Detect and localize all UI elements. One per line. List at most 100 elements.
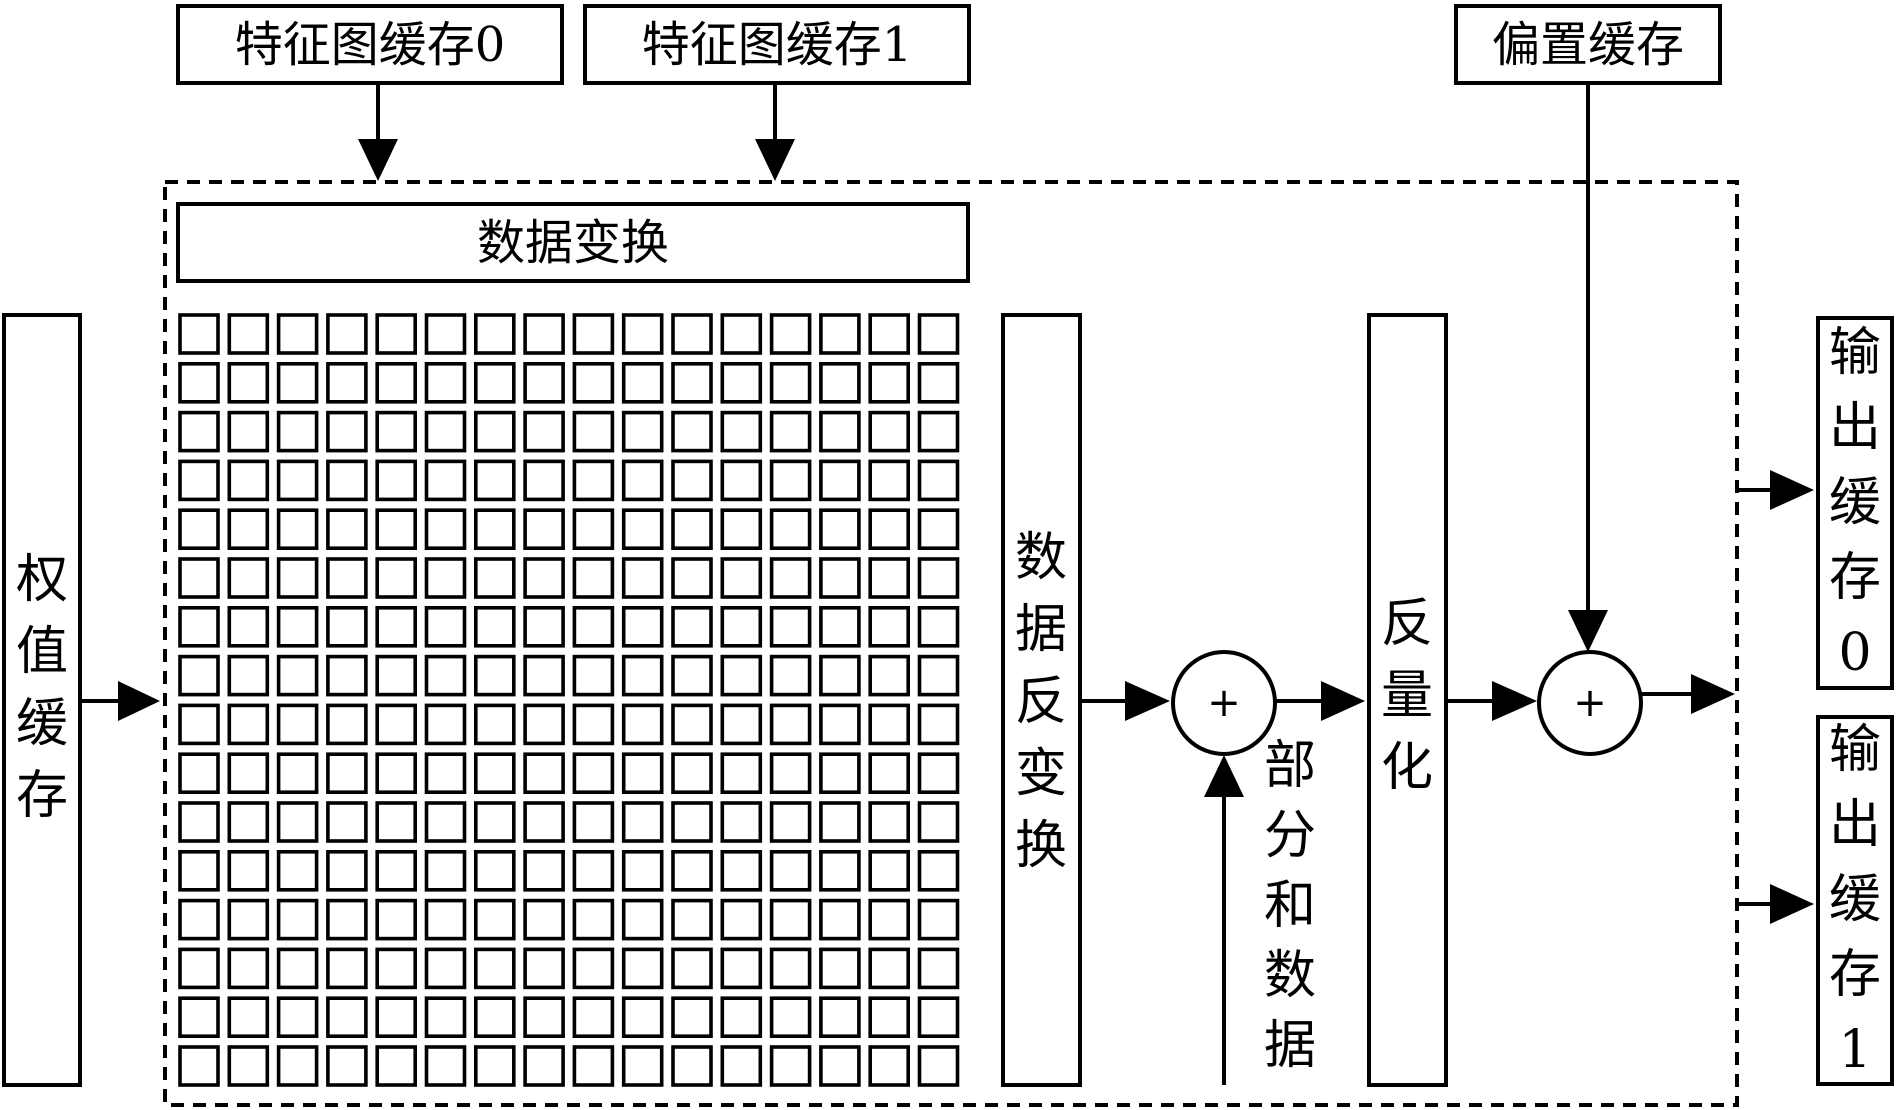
pe-cell: [819, 996, 861, 1039]
pe-cell: [326, 1045, 368, 1087]
pe-cell: [769, 654, 812, 697]
pe-cell: [276, 801, 319, 843]
pe-cell: [868, 459, 911, 502]
adder-partial-sum-symbol: +: [1207, 680, 1241, 726]
pe-cell: [769, 313, 812, 355]
pe-cell: [720, 752, 763, 795]
pe-cell: [178, 947, 220, 990]
pe-cell: [375, 1045, 418, 1087]
pe-cell: [375, 947, 418, 990]
feature-map-buffer-1: 特征图缓存1: [583, 4, 971, 85]
pe-cell: [424, 703, 467, 746]
pe-cell: [375, 752, 418, 795]
pe-array: [178, 313, 960, 1087]
pe-cell: [868, 703, 911, 746]
pe-cell: [720, 996, 763, 1039]
pe-cell: [375, 313, 418, 355]
pe-cell: [720, 898, 763, 941]
pe-cell: [424, 996, 467, 1039]
feature-map-buffer-0-label: 特征图缓存0: [235, 17, 506, 73]
pe-cell: [523, 361, 565, 404]
pe-cell: [276, 508, 319, 551]
arrow-adder-to-dequantize: [1275, 681, 1365, 721]
pe-cell: [671, 947, 713, 990]
pe-cell: [720, 508, 763, 551]
pe-cell: [671, 410, 713, 453]
pe-cell: [868, 1045, 911, 1087]
pe-cell: [375, 703, 418, 746]
pe-cell: [523, 313, 565, 355]
pe-cell: [621, 654, 664, 697]
pe-cell: [621, 801, 664, 843]
pe-cell: [375, 459, 418, 502]
pe-cell: [720, 410, 763, 453]
pe-cell: [671, 508, 713, 551]
pe-cell: [572, 1045, 615, 1087]
pe-cell: [178, 410, 220, 453]
pe-cell: [621, 557, 664, 599]
adder-bias: +: [1537, 650, 1643, 756]
pe-cell: [178, 508, 220, 551]
data-transform-block: 数据变换: [176, 202, 970, 283]
pe-cell: [326, 605, 368, 648]
arrow-partial-sum-to-adder: [1204, 755, 1244, 1085]
pe-cell: [375, 557, 418, 599]
pe-cell: [572, 313, 615, 355]
pe-cell: [819, 459, 861, 502]
pe-cell: [276, 410, 319, 453]
bias-buffer-label: 偏置缓存: [1492, 17, 1684, 73]
pe-cell: [819, 508, 861, 551]
pe-cell: [473, 752, 516, 795]
pe-cell: [671, 898, 713, 941]
pe-cell: [671, 361, 713, 404]
pe-cell: [375, 898, 418, 941]
pe-cell: [621, 313, 664, 355]
pe-cell: [473, 361, 516, 404]
pe-cell: [769, 996, 812, 1039]
pe-cell: [326, 752, 368, 795]
pe-cell: [523, 459, 565, 502]
pe-cell: [227, 752, 270, 795]
bias-buffer: 偏置缓存: [1454, 4, 1722, 85]
pe-cell: [375, 801, 418, 843]
pe-cell: [769, 605, 812, 648]
pe-cell: [227, 801, 270, 843]
pe-cell: [917, 801, 960, 843]
pe-cell: [375, 849, 418, 892]
pe-cell: [917, 557, 960, 599]
pe-cell: [178, 996, 220, 1039]
pe-cell: [868, 849, 911, 892]
pe-cell: [720, 361, 763, 404]
pe-cell: [819, 557, 861, 599]
pe-cell: [621, 947, 664, 990]
pe-cell: [671, 996, 713, 1039]
weight-buffer-label: 权值缓存: [16, 550, 68, 826]
pe-cell: [375, 996, 418, 1039]
pe-cell: [572, 508, 615, 551]
pe-cell: [769, 459, 812, 502]
pe-cell: [227, 459, 270, 502]
pe-cell: [917, 654, 960, 697]
pe-cell: [720, 947, 763, 990]
pe-cell: [572, 898, 615, 941]
pe-cell: [227, 361, 270, 404]
pe-cell: [720, 605, 763, 648]
pe-cell: [572, 752, 615, 795]
pe-cell: [424, 1045, 467, 1087]
pe-cell: [572, 801, 615, 843]
pe-cell: [178, 801, 220, 843]
pe-cell: [473, 898, 516, 941]
pe-cell: [424, 947, 467, 990]
pe-cell: [671, 557, 713, 599]
pe-cell: [276, 1045, 319, 1087]
dequantize-label: 反量化: [1381, 594, 1433, 798]
pe-cell: [178, 898, 220, 941]
pe-cell: [276, 752, 319, 795]
pe-cell: [819, 313, 861, 355]
pe-cell: [671, 313, 713, 355]
weight-buffer: 权值缓存: [2, 313, 82, 1087]
pe-cell: [621, 849, 664, 892]
